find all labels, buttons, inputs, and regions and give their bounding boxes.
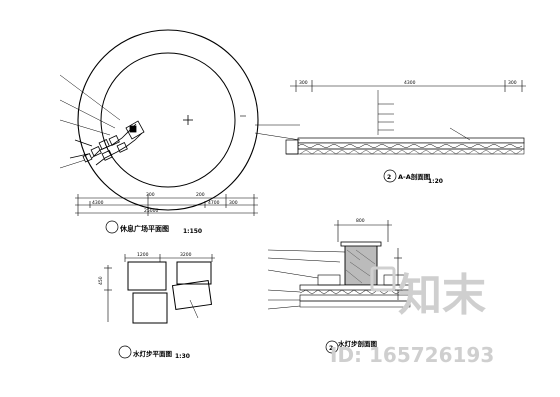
lamp-section-title: 水灯步剖面图 <box>338 339 378 348</box>
lamp-base-layer <box>299 284 411 291</box>
watermark: 知末 ID: 165726193 <box>330 266 494 367</box>
dim-top-2: 200 <box>196 192 205 198</box>
dim-row-2: 4700 <box>208 200 220 206</box>
step-stone-4 <box>171 280 213 310</box>
step-stone-1 <box>127 261 167 291</box>
aa-title-label: 2 <box>387 174 391 181</box>
lamp-plan-title-marker <box>118 345 132 359</box>
step-stone-2 <box>176 261 212 285</box>
dim-row-3: 300 <box>229 200 238 206</box>
section-aa: 300 4300 300 2 A-A剖面图 1:20 <box>254 80 526 185</box>
lamp-plan-dim-2: 3200 <box>180 252 192 258</box>
plaza-plan-title: 休息广场平面图 <box>119 224 169 233</box>
lamp-section-label: 2 <box>329 345 333 352</box>
lamp-section-dim: 800 <box>356 218 365 224</box>
plaza-plan-scale: 1:150 <box>183 228 202 235</box>
plaza-dimensions <box>75 194 258 216</box>
dim-total: 25000 <box>144 208 158 214</box>
aa-surface-layer <box>297 137 525 144</box>
aa-dim-2: 4300 <box>404 80 416 86</box>
watermark-brand: 知末 <box>398 270 486 321</box>
aa-title: A-A剖面图 <box>398 172 431 181</box>
watermark-id: ID: 165726193 <box>330 343 494 367</box>
entry-path <box>69 120 145 166</box>
aa-dim-1: 300 <box>299 80 308 86</box>
plaza-annotations <box>59 74 121 169</box>
lamp-plan-side-dim: 450 <box>98 276 104 285</box>
dim-top-1: 300 <box>146 192 155 198</box>
inner-ring <box>100 52 236 188</box>
lamp-cap <box>340 241 382 247</box>
plaza-plan: 300 200 4300 4700 300 25000 休息广场平面图 1:15… <box>59 29 259 235</box>
lamp-step-section: 800 2 水灯步剖面图 <box>267 218 411 354</box>
aa-dim-3: 300 <box>508 80 517 86</box>
lamp-plan-title: 水灯步平面图 <box>133 349 173 358</box>
lamp-plan-scale: 1:30 <box>175 353 190 360</box>
lamp-section-title-marker <box>325 340 339 354</box>
aa-title-marker <box>383 169 397 183</box>
step-stone-3 <box>132 292 168 324</box>
dim-row-1: 4300 <box>92 200 104 206</box>
lamp-step-plan: 1200 3200 450 水灯步平面图 1:30 <box>98 252 215 360</box>
plan-title-marker <box>105 220 119 234</box>
lamp-plan-dim-1: 1200 <box>137 252 149 258</box>
aa-scale: 1:20 <box>428 178 443 185</box>
outer-ring <box>77 29 259 211</box>
